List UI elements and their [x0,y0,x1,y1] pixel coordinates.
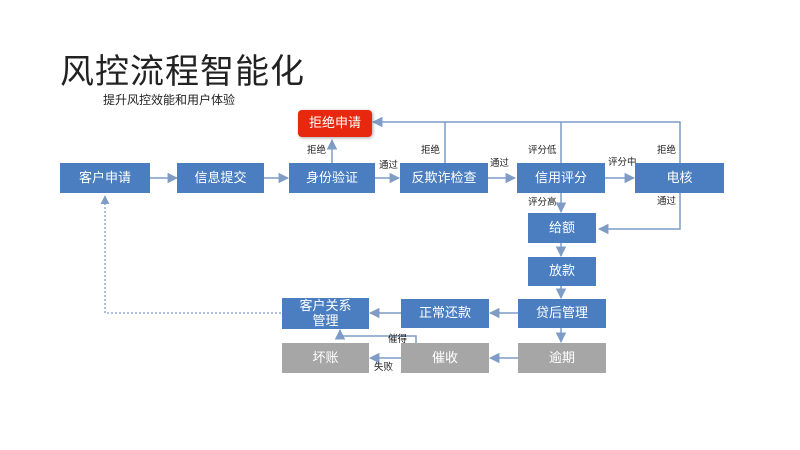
page-subtitle: 提升风控效能和用户体验 [103,93,236,107]
node-apply: 客户申请 [60,163,150,193]
node-overdue: 逾期 [518,343,606,373]
node-post-loan: 贷后管理 [518,299,606,328]
label-phone-reject: 拒绝 [657,145,677,156]
edge-phone-pass-to-credit-line [597,193,681,235]
label-collect-success: 催得 [388,334,408,345]
node-loan: 放款 [528,257,596,286]
node-info-submit: 信息提交 [177,163,264,193]
label-identity-pass: 通过 [379,160,399,171]
node-identity-verify: 身份验证 [289,163,375,193]
label-fraud-reject: 拒绝 [421,145,441,156]
label-collect-fail: 失败 [374,362,394,373]
node-credit-score: 信用评分 [517,163,605,193]
node-collection: 催收 [401,343,489,373]
edge-fraud-to-reject [371,116,446,163]
node-phone-check: 电核 [635,163,724,193]
edge-score-low-to-reject [445,121,562,163]
node-credit-line: 给额 [528,213,596,243]
label-score-high: 评分高 [528,197,557,208]
page-title: 风控流程智能化 [60,52,305,92]
label-identity-reject: 拒绝 [307,145,327,156]
node-reject: 拒绝申请 [298,110,372,137]
node-anti-fraud: 反欺诈检查 [400,163,488,193]
label-fraud-pass: 通过 [490,158,510,169]
node-bad-debt: 坏账 [282,343,369,373]
node-crm: 客户关系管理 [282,298,369,329]
label-phone-pass: 通过 [657,196,677,207]
label-score-mid: 评分中 [608,157,637,168]
edge-collection-to-crm [334,328,417,343]
label-score-low: 评分低 [528,145,557,156]
node-normal-repay: 正常还款 [401,299,489,328]
edge-crm-to-apply-dotted [100,195,281,314]
edge-phone-to-reject [561,121,681,163]
